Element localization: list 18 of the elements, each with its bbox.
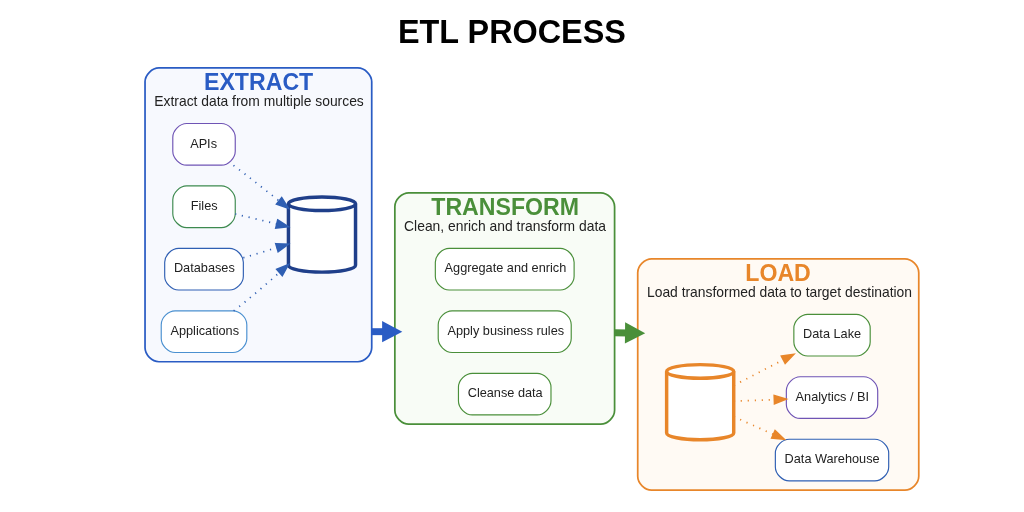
node-box: Data Lake — [792, 313, 871, 357]
node-box: Cleanse data — [457, 372, 552, 416]
node-box: Aggregate and enrich — [434, 247, 575, 291]
diagram-title: ETL PROCESS — [397, 13, 626, 50]
node-box: Databases — [163, 247, 244, 291]
node-box: Data Warehouse — [774, 438, 889, 481]
node-box: Analytics / BI — [785, 375, 878, 419]
arrow — [732, 352, 796, 386]
node-box: Apply business rules — [437, 309, 572, 353]
node-box: Files — [171, 184, 236, 228]
arrow — [732, 415, 786, 440]
arrow — [232, 164, 290, 210]
node-box: APIs — [171, 122, 236, 166]
node-box: Applications — [160, 309, 247, 353]
arrow — [242, 242, 291, 259]
arrow — [232, 262, 290, 312]
arrow — [732, 393, 789, 405]
arrow — [233, 212, 291, 229]
